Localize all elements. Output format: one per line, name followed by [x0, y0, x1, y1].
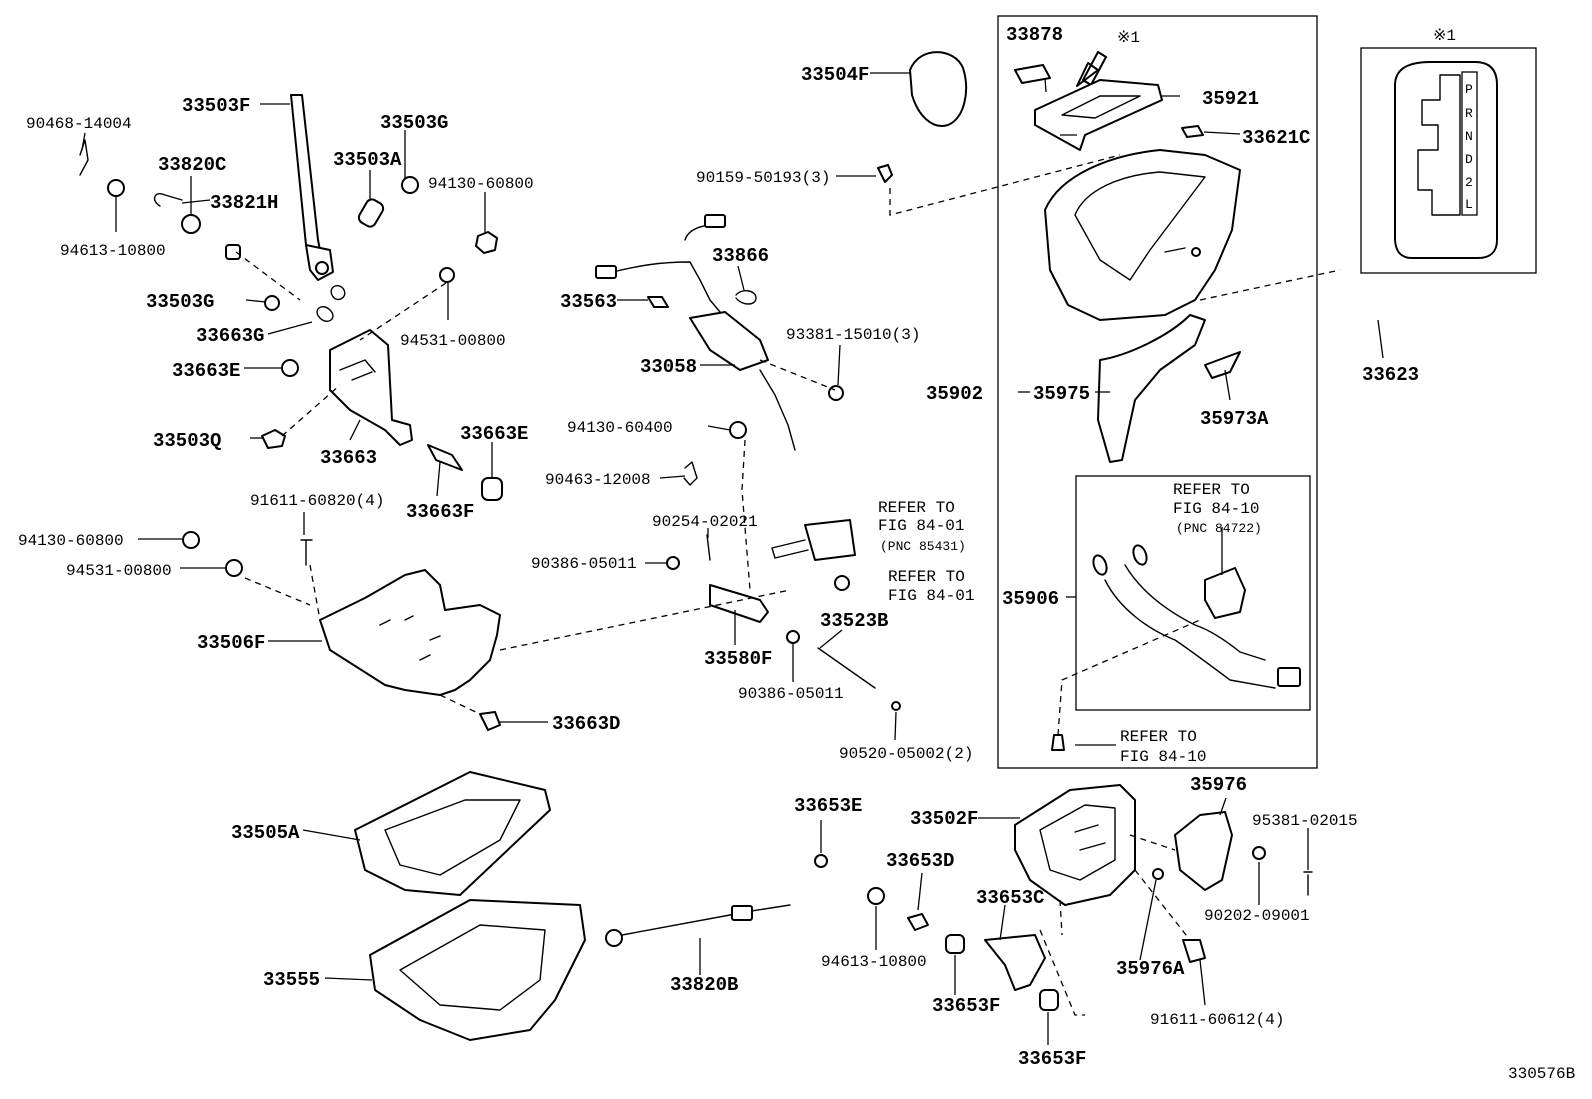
- part-label-33653D: 33653D: [886, 850, 954, 872]
- indicator-housing-group: [997, 15, 1318, 769]
- part-label-35906: 35906: [1002, 588, 1059, 610]
- part-label-33502F: 33502F: [910, 808, 978, 830]
- part-label-35976: 35976: [1190, 774, 1247, 796]
- leader-lines: [81, 72, 1384, 1045]
- part-label-90254-02021: 90254-02021: [652, 513, 758, 531]
- shift-gate-detail: [1360, 47, 1537, 274]
- part-label-33820C: 33820C: [158, 154, 226, 176]
- part-label-33663E-left: 33663E: [172, 360, 240, 382]
- note-refer-84-10b-line1: REFER TO: [1120, 728, 1197, 746]
- part-label-90468-14004: 90468-14004: [26, 115, 132, 133]
- part-label-94531-00800-bot: 94531-00800: [66, 562, 172, 580]
- gate-letter-2: 2: [1465, 175, 1473, 190]
- note-refer-84-01-pnc: (PNC 85431): [880, 539, 966, 554]
- part-label-33503G: 33503G: [380, 112, 448, 134]
- note-refer-84-10-pnc: (PNC 84722): [1176, 521, 1262, 536]
- part-label-35975: 35975: [1033, 383, 1090, 405]
- part-label-90463-12008: 90463-12008: [545, 471, 651, 489]
- part-label-33653E: 33653E: [794, 795, 862, 817]
- figure-code: 330576B: [1508, 1065, 1575, 1083]
- note-refer-84-01-line2: FIG 84-01: [878, 517, 964, 535]
- gate-letter-p: P: [1465, 82, 1473, 97]
- callout-mark-main: ※1: [1117, 29, 1140, 47]
- gate-letter-d: D: [1465, 152, 1473, 167]
- note-refer-84-01b-line2: FIG 84-01: [888, 587, 974, 605]
- note-refer-84-10-line1: REFER TO: [1173, 481, 1250, 499]
- part-label-33663: 33663: [320, 447, 377, 469]
- part-label-33821H: 33821H: [210, 192, 278, 214]
- gate-letter-l: L: [1465, 197, 1473, 212]
- shift-lever-assembly: [79, 94, 791, 1041]
- part-label-33058: 33058: [640, 356, 697, 378]
- part-label-33623: 33623: [1362, 364, 1419, 386]
- part-label-94613-10800-bot: 94613-10800: [821, 953, 927, 971]
- part-label-33503Q: 33503Q: [153, 430, 221, 452]
- part-label-33505A: 33505A: [231, 822, 300, 844]
- part-label-33653F-a: 33653F: [932, 995, 1000, 1017]
- part-label-33503F: 33503F: [182, 95, 250, 117]
- reference-notes: REFER TO FIG 84-01 (PNC 85431) REFER TO …: [878, 27, 1456, 766]
- part-label-94613-10800: 94613-10800: [60, 242, 166, 260]
- part-label-33580F: 33580F: [704, 648, 772, 670]
- part-label-35921: 35921: [1202, 88, 1259, 110]
- part-label-33820B: 33820B: [670, 974, 738, 996]
- part-label-33663D: 33663D: [552, 713, 620, 735]
- part-label-33663F: 33663F: [406, 501, 474, 523]
- note-refer-84-10-line2: FIG 84-10: [1173, 500, 1259, 518]
- part-label-94130-60400: 94130-60400: [567, 419, 673, 437]
- part-label-94130-60800: 94130-60800: [428, 175, 534, 193]
- part-label-90520-05002: 90520-05002(2): [839, 745, 973, 763]
- knob-switch-assembly: [595, 51, 967, 711]
- part-label-91611-60820: 91611-60820(4): [250, 492, 384, 510]
- part-label-33503G-mid: 33503G: [146, 291, 214, 313]
- part-label-33866: 33866: [712, 245, 769, 267]
- note-refer-84-01b-line1: REFER TO: [888, 568, 965, 586]
- part-label-33523B: 33523B: [820, 610, 888, 632]
- shift-gate-letters: P R N D 2 L: [1465, 82, 1473, 212]
- part-label-91611-60612: 91611-60612(4): [1150, 1011, 1284, 1029]
- part-label-35902: 35902: [926, 383, 983, 405]
- part-label-90386-05011-b: 90386-05011: [738, 685, 844, 703]
- part-label-33653F-b: 33653F: [1018, 1048, 1086, 1070]
- part-label-33504F: 33504F: [801, 64, 869, 86]
- note-refer-84-01-line1: REFER TO: [878, 499, 955, 517]
- callout-mark-detail: ※1: [1433, 27, 1456, 45]
- part-label-33506F: 33506F: [197, 632, 265, 654]
- assembly-lines: [235, 154, 1341, 1016]
- part-label-90159-50193: 90159-50193(3): [696, 169, 830, 187]
- part-labels: 90468-14004 33503F 33503G 33820C 33821H …: [18, 24, 1419, 1070]
- shift-base-assembly: [814, 784, 1313, 1011]
- part-label-35976A: 35976A: [1116, 958, 1185, 980]
- part-label-95381-02015: 95381-02015: [1252, 812, 1358, 830]
- part-label-33653C: 33653C: [976, 887, 1044, 909]
- part-label-35973A: 35973A: [1200, 408, 1269, 430]
- part-label-33663G: 33663G: [196, 325, 264, 347]
- part-label-33663E-right: 33663E: [460, 423, 528, 445]
- gate-letter-n: N: [1465, 129, 1473, 144]
- part-label-33555: 33555: [263, 969, 320, 991]
- part-label-33621C: 33621C: [1242, 127, 1310, 149]
- part-label-90202-09001: 90202-09001: [1204, 907, 1310, 925]
- part-label-33878: 33878: [1006, 24, 1063, 46]
- part-label-94531-00800: 94531-00800: [400, 332, 506, 350]
- note-refer-84-10b-line2: FIG 84-10: [1120, 748, 1206, 766]
- part-label-90386-05011: 90386-05011: [531, 555, 637, 573]
- part-label-93381-15010: 93381-15010(3): [786, 326, 920, 344]
- part-label-33503A: 33503A: [333, 149, 402, 171]
- gate-letter-r: R: [1465, 106, 1473, 121]
- part-label-94130-60800-bot: 94130-60800: [18, 532, 124, 550]
- part-label-33563: 33563: [560, 291, 617, 313]
